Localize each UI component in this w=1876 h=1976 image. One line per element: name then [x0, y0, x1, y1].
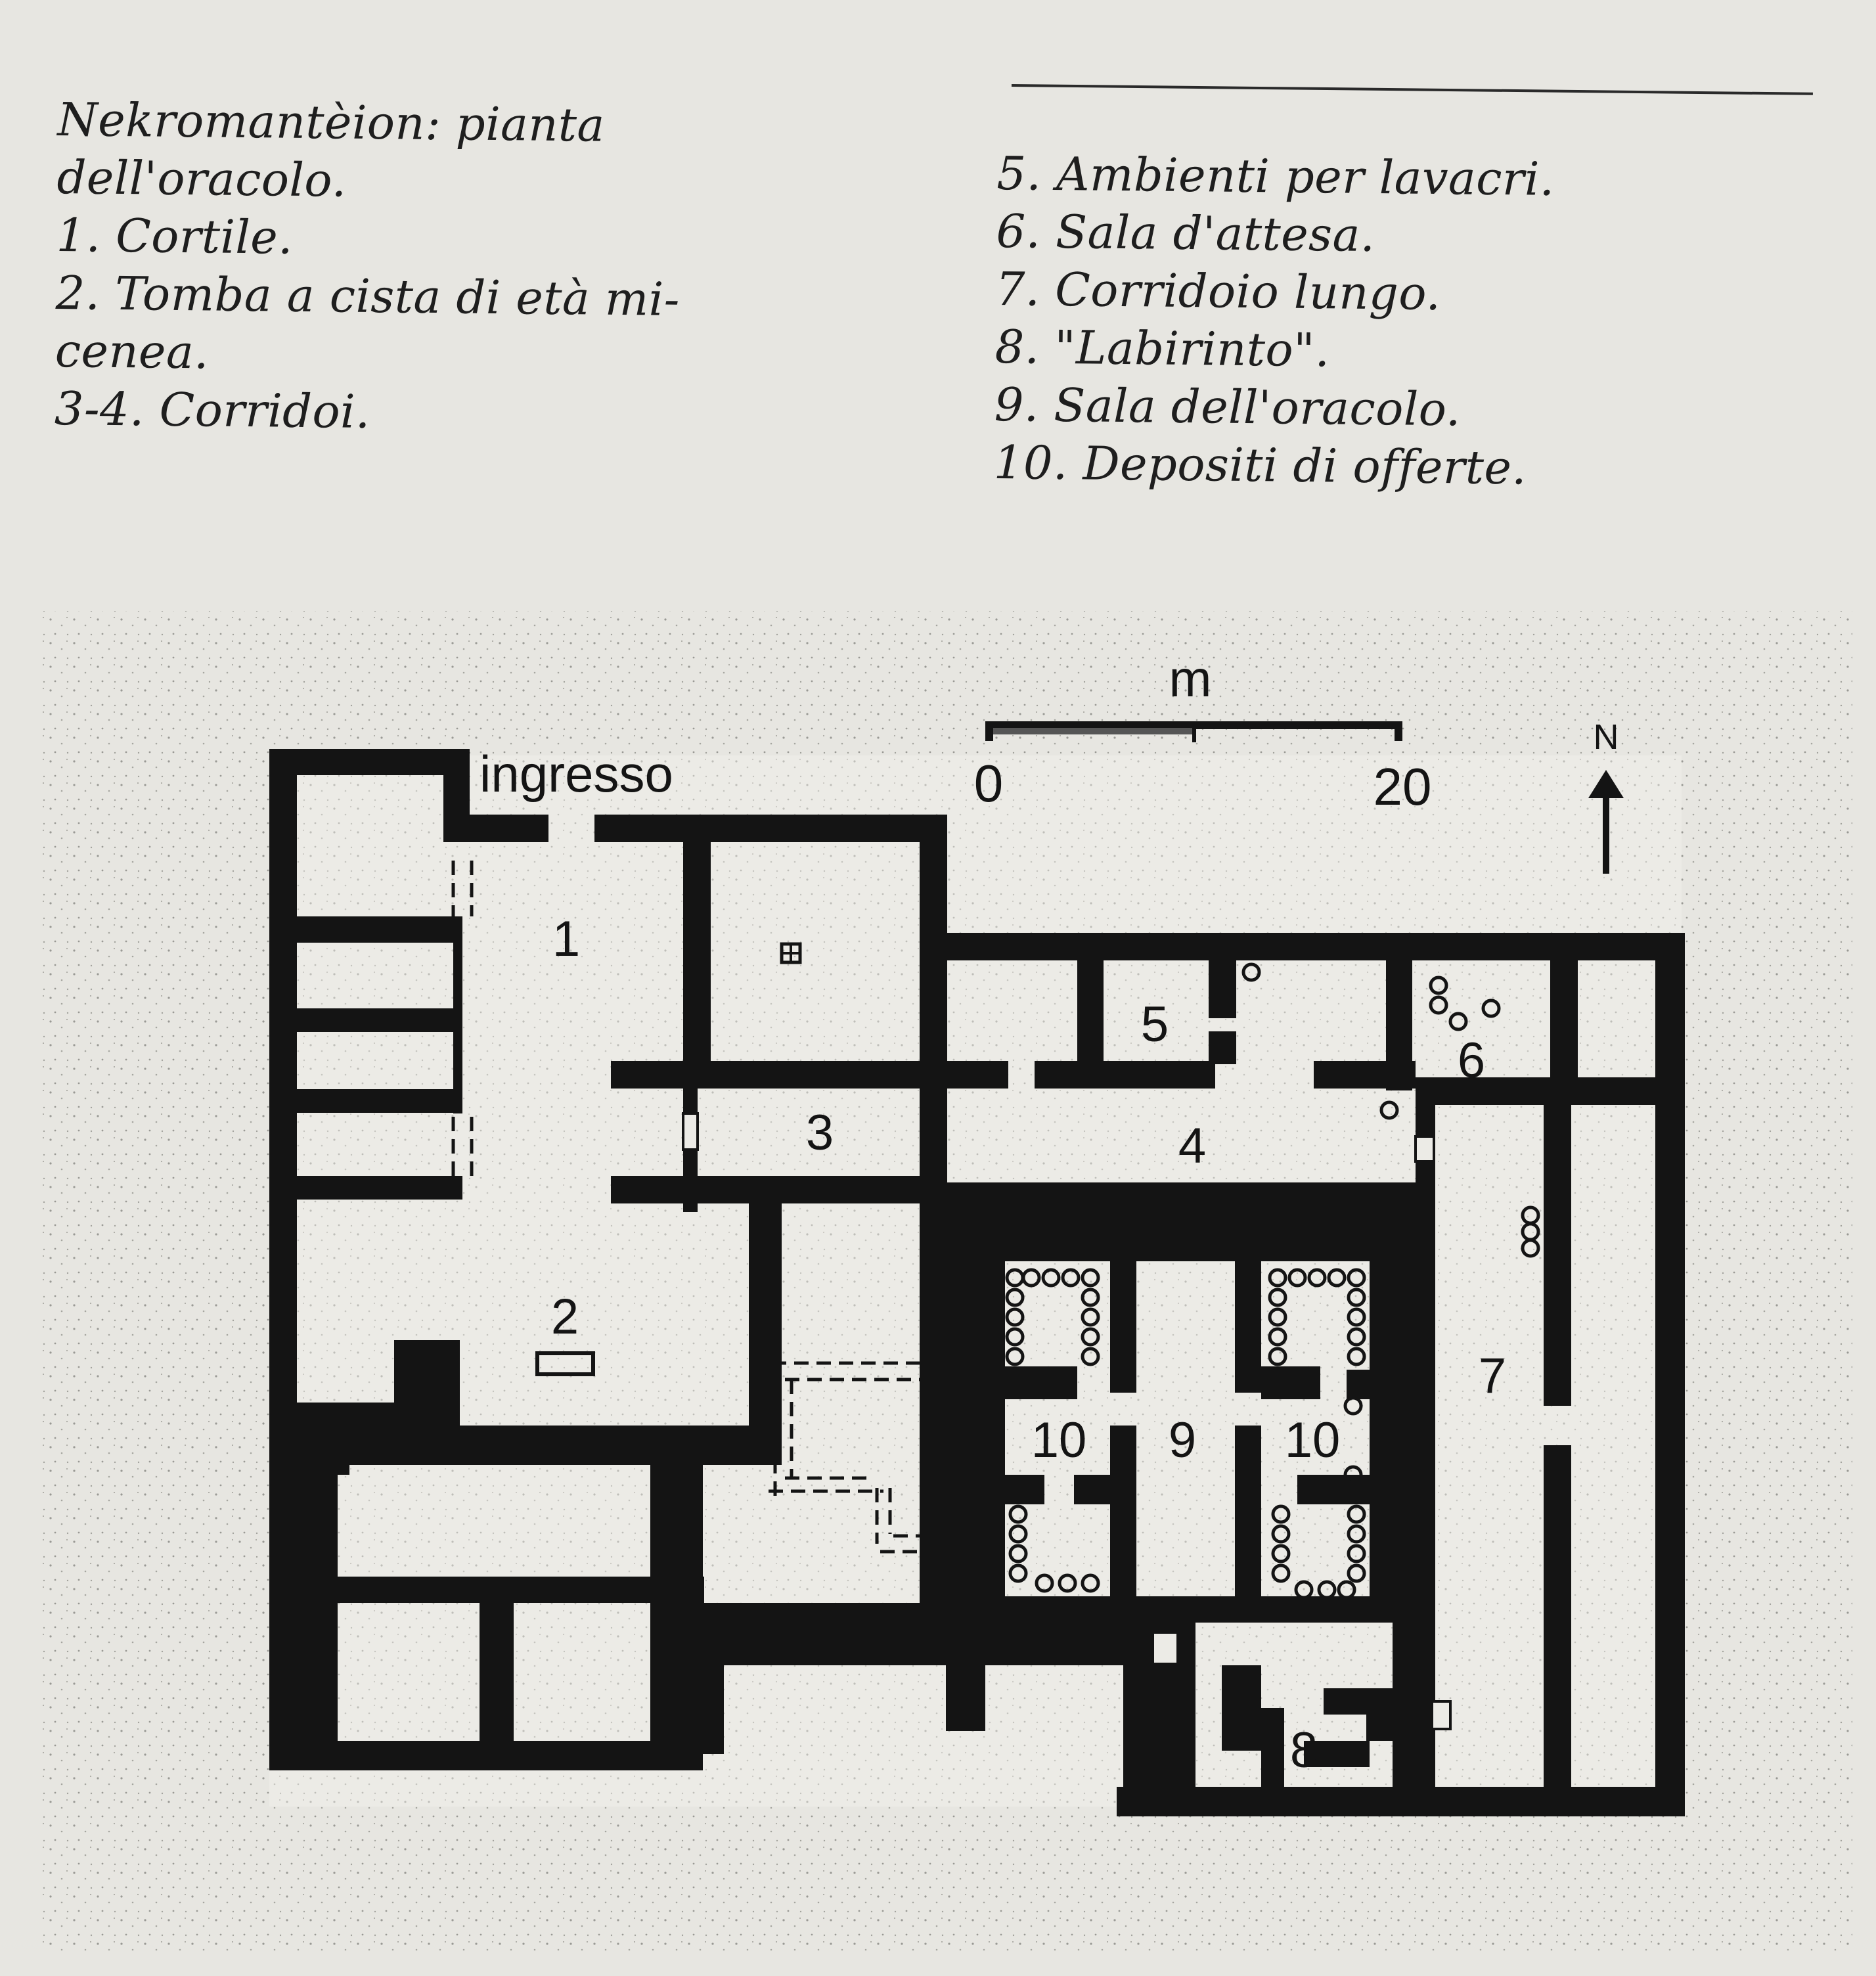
room-label-4: 4	[1178, 1118, 1206, 1174]
room-label-2: 2	[551, 1289, 579, 1345]
entrance-label: ingresso	[480, 745, 673, 803]
north-label: N	[1594, 717, 1619, 757]
north-arrow-icon	[1588, 770, 1624, 874]
room-label-6: 6	[1458, 1033, 1485, 1089]
walls	[269, 749, 1685, 1816]
room-label-10-west: 10	[1031, 1412, 1087, 1468]
room-label-3: 3	[806, 1105, 834, 1161]
room-label-5: 5	[1141, 997, 1169, 1052]
tomb-marker	[535, 1351, 595, 1376]
dashed-walls	[451, 861, 933, 1554]
room-label-7: 7	[1479, 1348, 1506, 1404]
scale-end: 20	[1374, 757, 1432, 816]
room-label-9: 9	[1169, 1412, 1196, 1468]
altar-icon	[780, 942, 802, 964]
offering-pots	[1005, 962, 1540, 1600]
scale-unit: m	[1169, 650, 1212, 707]
room-label-10-east: 10	[1285, 1412, 1341, 1468]
scale-bar	[985, 721, 1402, 742]
room-label-1: 1	[552, 911, 580, 967]
scale-start: 0	[974, 754, 1004, 813]
door-blocks	[682, 1112, 1452, 1730]
room-label-8: 8	[1290, 1722, 1318, 1778]
